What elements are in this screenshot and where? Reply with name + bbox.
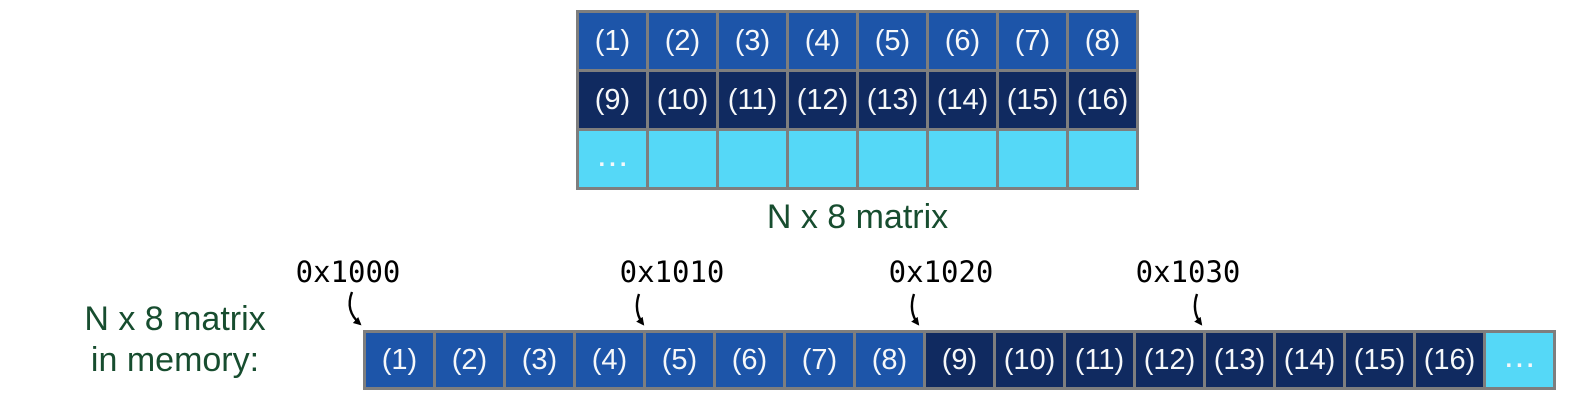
matrix-cell: (1)	[579, 13, 646, 69]
matrix-cell: (7)	[999, 13, 1066, 69]
memory-cell: (5)	[646, 333, 713, 387]
matrix-cell	[929, 131, 996, 187]
memory-cell: (2)	[436, 333, 503, 387]
memory-cell: (9)	[926, 333, 993, 387]
matrix-cell: (6)	[929, 13, 996, 69]
matrix-cell: (12)	[789, 72, 856, 128]
arrow-0x1030	[1193, 293, 1203, 326]
matrix-cell: (5)	[859, 13, 926, 69]
memory-cell: (10)	[996, 333, 1063, 387]
memory-cell-ellipsis: ...	[1486, 333, 1553, 387]
matrix-cell-ellipsis: ...	[579, 131, 646, 187]
matrix-cell: (11)	[719, 72, 786, 128]
matrix-cell: (3)	[719, 13, 786, 69]
matrix-cell: (14)	[929, 72, 996, 128]
memory-row: (1) (2) (3) (4) (5) (6) (7) (8) (9) (10)…	[363, 330, 1556, 390]
matrix-cell: (10)	[649, 72, 716, 128]
address-label-0x1030: 0x1030	[1135, 255, 1241, 289]
matrix-cell	[789, 131, 856, 187]
address-label-0x1020: 0x1020	[888, 255, 994, 289]
matrix-caption: N x 8 matrix	[766, 198, 949, 236]
memory-label: N x 8 matrix in memory:	[10, 299, 340, 381]
memory-cell: (13)	[1206, 333, 1273, 387]
memory-cell: (16)	[1416, 333, 1483, 387]
arrow-0x1010	[635, 293, 645, 326]
matrix-cell	[719, 131, 786, 187]
arrow-0x1000	[348, 291, 362, 326]
memory-cell: (6)	[716, 333, 783, 387]
memory-cell: (4)	[576, 333, 643, 387]
matrix-cell	[999, 131, 1066, 187]
memory-cell: (1)	[366, 333, 433, 387]
arrow-0x1020	[910, 293, 920, 326]
memory-cell: (7)	[786, 333, 853, 387]
matrix-cell: (15)	[999, 72, 1066, 128]
matrix-cell	[1069, 131, 1136, 187]
matrix-cell: (13)	[859, 72, 926, 128]
address-label-0x1010: 0x1010	[619, 255, 725, 289]
matrix-cell: (2)	[649, 13, 716, 69]
matrix-cell: (8)	[1069, 13, 1136, 69]
memory-cell: (15)	[1346, 333, 1413, 387]
memory-cell: (11)	[1066, 333, 1133, 387]
memory-cell: (12)	[1136, 333, 1203, 387]
memory-cell: (14)	[1276, 333, 1343, 387]
address-label-0x1000: 0x1000	[295, 255, 401, 289]
matrix-cell: (4)	[789, 13, 856, 69]
memory-cell: (8)	[856, 333, 923, 387]
memory-label-line2: in memory:	[90, 341, 260, 379]
matrix-grid: (1) (2) (3) (4) (5) (6) (7) (8) (9) (10)…	[576, 10, 1139, 190]
memory-cell: (3)	[506, 333, 573, 387]
matrix-cell	[649, 131, 716, 187]
memory-label-line1: N x 8 matrix	[84, 300, 266, 338]
matrix-cell: (9)	[579, 72, 646, 128]
matrix-cell: (16)	[1069, 72, 1136, 128]
matrix-cell	[859, 131, 926, 187]
